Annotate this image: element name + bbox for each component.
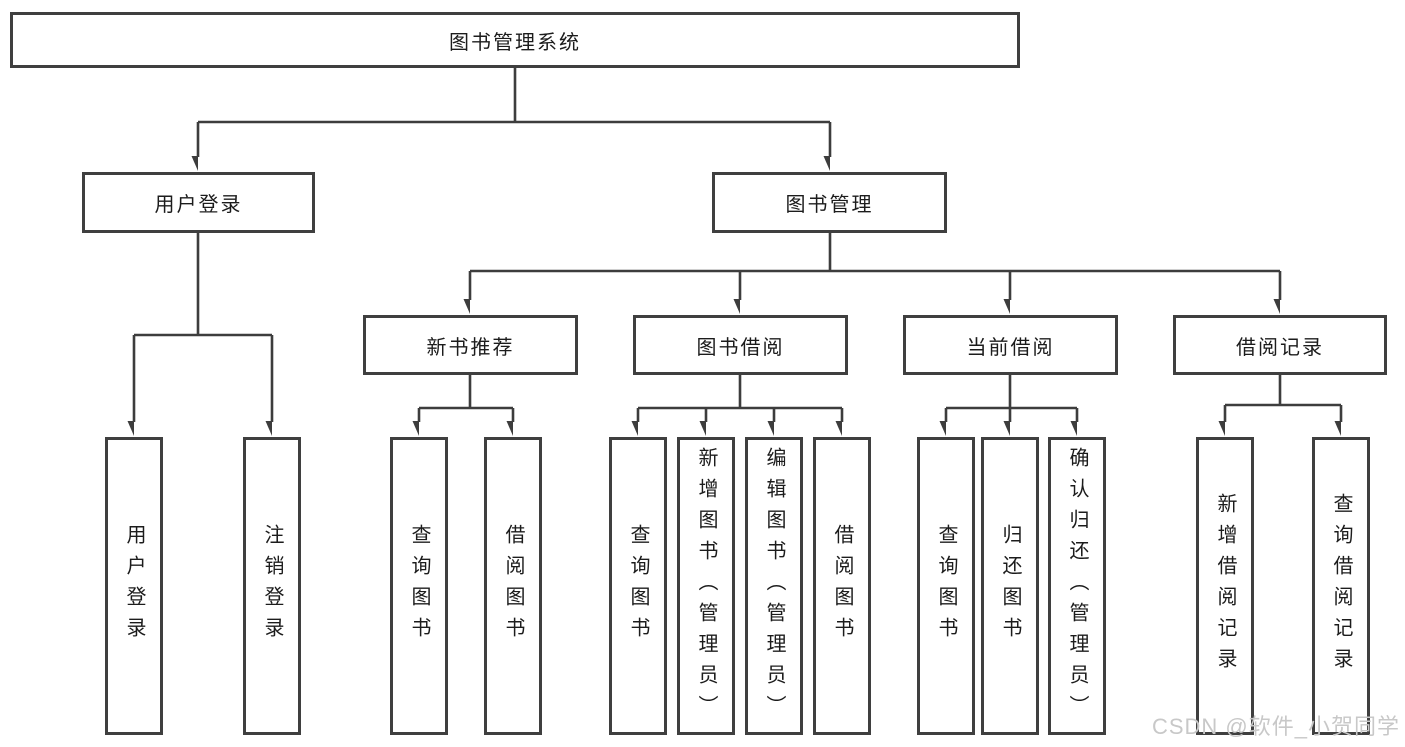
node-library-system: 图书管理系统 bbox=[10, 12, 1020, 68]
leaf-return-book: 归还图书 bbox=[981, 437, 1039, 735]
node-book-borrowing: 图书借阅 bbox=[633, 315, 848, 375]
node-user-login: 用户登录 bbox=[82, 172, 315, 233]
node-label: 当前借阅 bbox=[966, 336, 1055, 359]
leaf-query-books-recommend: 查询图书 bbox=[390, 437, 448, 735]
node-label: 新书推荐 bbox=[426, 336, 515, 359]
node-label: 图书管理系统 bbox=[449, 31, 581, 54]
connector-arrows bbox=[134, 122, 1343, 422]
node-book-management: 图书管理 bbox=[712, 172, 947, 233]
node-label: 借阅记录 bbox=[1236, 336, 1324, 359]
node-label: 图书管理 bbox=[785, 194, 874, 216]
leaf-confirm-return-admin: 确认归还（管理员） bbox=[1048, 437, 1106, 735]
leaf-label: 新增图书（管理员） bbox=[695, 446, 717, 726]
connector-trunks bbox=[134, 68, 1341, 410]
leaf-label: 归还图书 bbox=[999, 524, 1021, 648]
node-new-book-recommend: 新书推荐 bbox=[363, 315, 578, 375]
leaf-label: 查询图书 bbox=[627, 524, 649, 648]
leaf-add-borrow-record: 新增借阅记录 bbox=[1196, 437, 1254, 735]
leaf-label: 确认归还（管理员） bbox=[1066, 446, 1088, 726]
leaf-label: 注销登录 bbox=[261, 524, 283, 648]
leaf-label: 查询图书 bbox=[408, 524, 430, 648]
leaf-label: 查询借阅记录 bbox=[1330, 493, 1352, 679]
leaf-label: 借阅图书 bbox=[502, 524, 524, 648]
leaf-user-login: 用户登录 bbox=[105, 437, 163, 735]
leaf-query-books-borrow: 查询图书 bbox=[609, 437, 667, 735]
leaf-label: 编辑图书（管理员） bbox=[763, 446, 785, 726]
leaf-query-books-current: 查询图书 bbox=[917, 437, 975, 735]
leaf-label: 借阅图书 bbox=[831, 524, 853, 648]
leaf-add-book-admin: 新增图书（管理员） bbox=[677, 437, 735, 735]
node-label: 用户登录 bbox=[154, 194, 243, 216]
node-borrow-records: 借阅记录 bbox=[1173, 315, 1387, 375]
leaf-label: 用户登录 bbox=[123, 524, 145, 648]
leaf-borrow-books-recommend: 借阅图书 bbox=[484, 437, 542, 735]
leaf-borrow-books: 借阅图书 bbox=[813, 437, 871, 735]
leaf-label: 查询图书 bbox=[935, 524, 957, 648]
csdn-watermark: CSDN @软件_小贺同学 bbox=[1151, 714, 1400, 739]
leaf-query-borrow-record: 查询借阅记录 bbox=[1312, 437, 1370, 735]
leaf-edit-book-admin: 编辑图书（管理员） bbox=[745, 437, 803, 735]
node-current-borrowing: 当前借阅 bbox=[903, 315, 1118, 375]
leaf-logout: 注销登录 bbox=[243, 437, 301, 735]
leaf-label: 新增借阅记录 bbox=[1214, 493, 1236, 679]
node-label: 图书借阅 bbox=[696, 336, 785, 359]
